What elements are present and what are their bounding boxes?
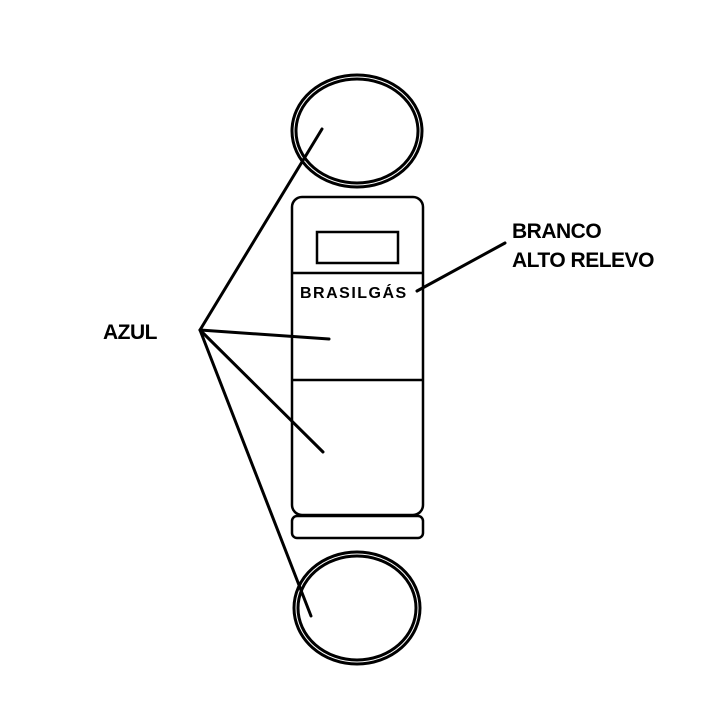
branco-leader-line <box>415 241 507 293</box>
brand-text: BRASILGÁS <box>300 283 408 302</box>
branco-label: BRANCO <box>512 220 601 243</box>
top-ring <box>290 73 424 189</box>
alto-relevo-label: ALTO RELEVO <box>512 249 654 272</box>
bottom-ring <box>292 550 422 666</box>
label-window <box>315 230 400 265</box>
cylinder-body <box>290 195 425 517</box>
azul-label: AZUL <box>103 321 158 344</box>
cylinder-base <box>290 514 425 540</box>
azul-leader-lines <box>198 127 331 618</box>
